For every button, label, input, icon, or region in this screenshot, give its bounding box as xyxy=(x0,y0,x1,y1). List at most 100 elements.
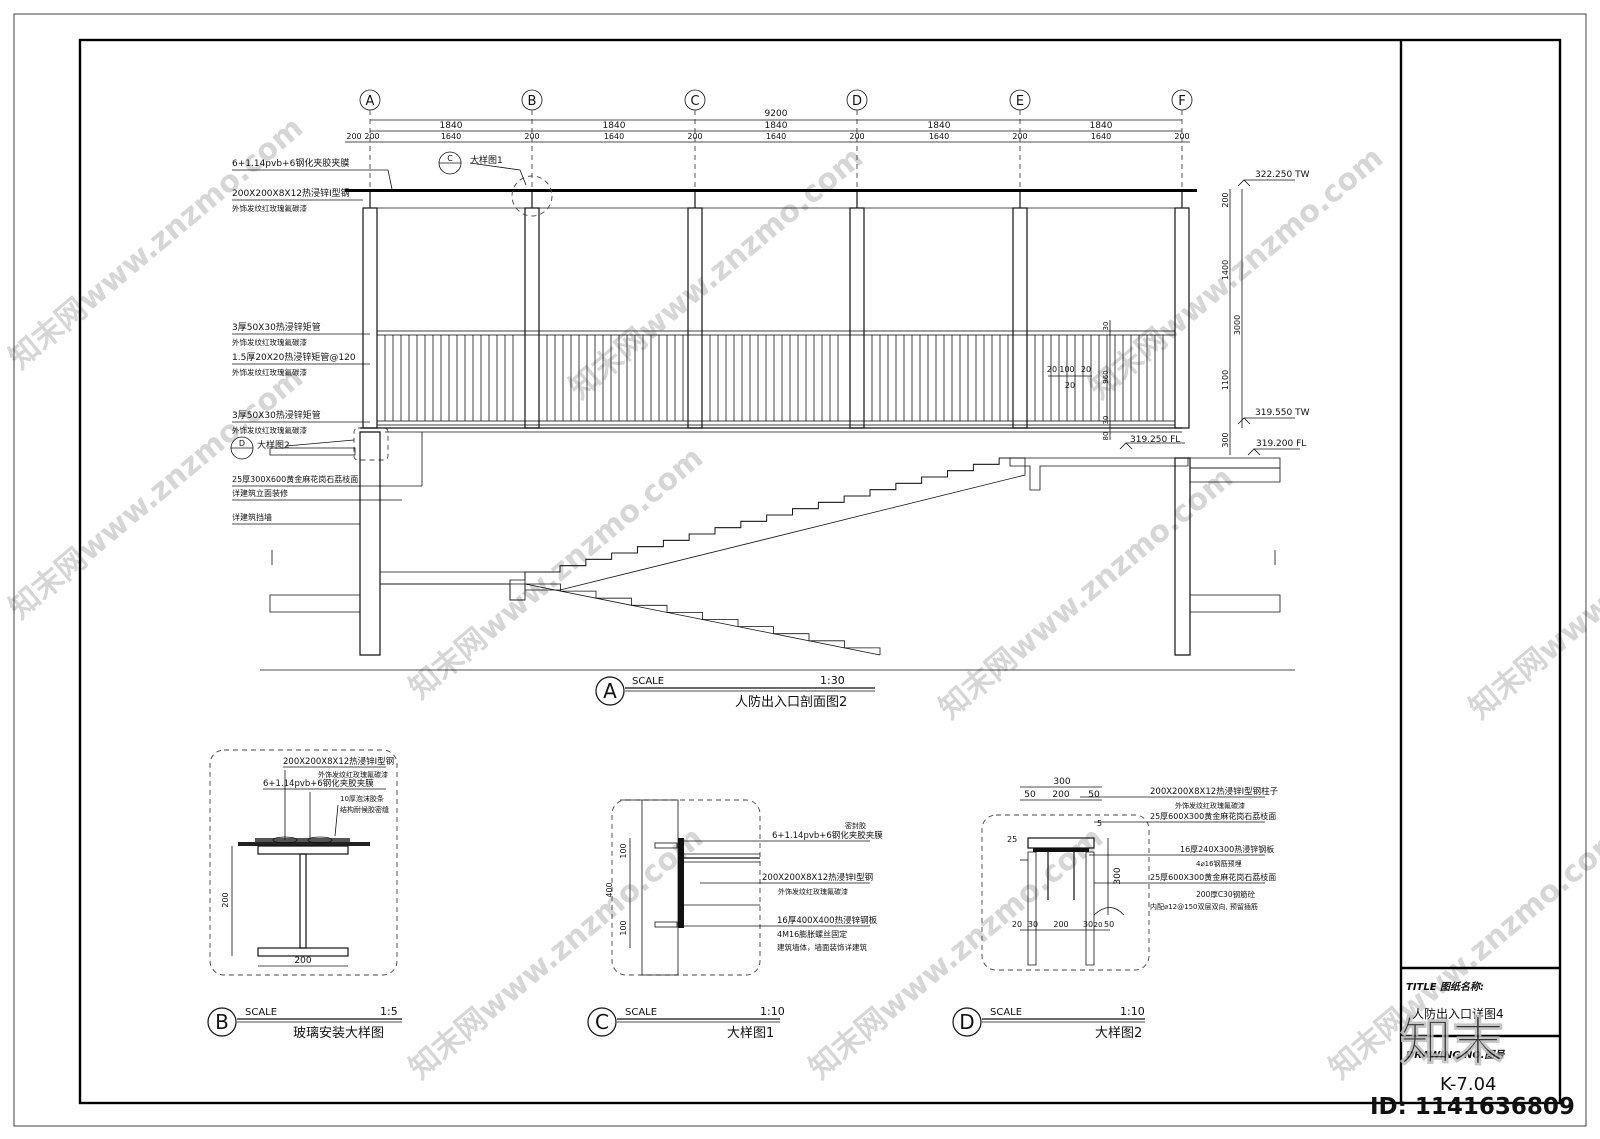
sub-dimension: 200 xyxy=(687,132,702,141)
section-letter: C xyxy=(595,1010,609,1034)
drawing-no: K-7.04 xyxy=(1440,1074,1497,1095)
scale-value: 1:10 xyxy=(1120,1005,1145,1018)
detail-d-letter: D xyxy=(239,439,245,448)
note: 外饰发纹红玫瑰氟碳漆 xyxy=(232,425,307,435)
detail-d-top-dim: 50 xyxy=(1088,790,1100,800)
detail-d-callout xyxy=(353,427,389,461)
rail-dim: 30 xyxy=(1102,322,1110,331)
right-dim: 3000 xyxy=(1233,315,1242,335)
scale-value: 1:30 xyxy=(820,674,845,687)
grid-lines xyxy=(369,110,1183,190)
elevation-mark: 319.550 TW xyxy=(1255,408,1310,418)
watermark-text: 知末网www.znzmo.com xyxy=(3,110,310,376)
detail-d-bottom-dim: 30 xyxy=(1083,920,1093,929)
detail-d-top-dim: 300 xyxy=(1053,777,1070,787)
overall-dimension: 9200 xyxy=(765,109,788,119)
detail-c: 100 400 100 密封胶 6+1.14pvb+6钢化夹胶夹膜 200X20… xyxy=(587,799,883,1041)
right-dim: 300 xyxy=(1221,432,1230,447)
right-dim: 1100 xyxy=(1221,370,1230,390)
scale-label: SCALE xyxy=(632,676,664,687)
detail-d-bottom-dim: 20 xyxy=(1012,920,1022,929)
detail-c-dim: 400 xyxy=(605,882,614,897)
sub-dimension: 200 xyxy=(346,132,361,141)
grid-label: A xyxy=(366,94,375,109)
rail-dim: 80 xyxy=(1102,432,1110,441)
section-letter: A xyxy=(603,679,617,703)
section-letter: B xyxy=(215,1010,229,1034)
note: 外饰发纹红玫瑰氟碳漆 xyxy=(232,367,307,377)
rail-dim: 100 xyxy=(1059,365,1074,374)
detail-c-dim: 100 xyxy=(619,843,628,858)
detail-name: 玻璃安装大样图 xyxy=(293,1026,384,1041)
structure xyxy=(260,427,1295,671)
detail-d-bottom-dim: 200 xyxy=(1053,920,1068,929)
note: 1.5厚20X20热浸锌矩管@120 xyxy=(232,351,356,363)
detail-b-note: 外饰发纹红玫瑰氟碳漆 xyxy=(318,770,388,779)
title-label: TITLE 图纸名称: xyxy=(1406,981,1484,993)
sub-dimension: 1640 xyxy=(604,132,624,141)
glass-canopy xyxy=(345,189,1197,192)
sub-dimension: 200 xyxy=(524,132,539,141)
note: 3厚50X30热浸锌矩管 xyxy=(232,321,321,333)
note: 外饰发纹红玫瑰氟碳漆 xyxy=(232,337,307,347)
bay-dimension: 1840 xyxy=(928,121,951,131)
grid-label: C xyxy=(690,94,699,109)
detail-d-top-dim: 200 xyxy=(1052,790,1069,800)
grid-label: B xyxy=(528,94,537,109)
sub-dimension: 1640 xyxy=(929,132,949,141)
detail-d-note: 4⌀16钢筋预埋 xyxy=(1196,859,1242,868)
section-a-title: A SCALE 1:30 人防出入口剖面图2 xyxy=(595,674,875,710)
drawing-border xyxy=(78,38,1562,1105)
detail-b-note: 10厚泡沫胶条 xyxy=(340,794,384,803)
scale-label: SCALE xyxy=(990,1007,1022,1018)
detail-c-letter: C xyxy=(447,154,453,163)
stair-steps xyxy=(525,457,1025,573)
detail-c-note: 密封胶 xyxy=(845,821,866,830)
rail-dim: 20 xyxy=(1047,365,1057,374)
scale-label: SCALE xyxy=(625,1007,657,1018)
section-name: 人防出入口剖面图2 xyxy=(735,694,847,710)
sub-dimension: 200 xyxy=(1012,132,1027,141)
detail-d-side-dim: 25 xyxy=(1007,835,1017,844)
detail-d-top-dim: 50 xyxy=(1024,790,1036,800)
note: 25厚300X600黄金麻花岗石荔枝面 xyxy=(232,474,358,484)
watermark-text: 知末网www.znzmo.com xyxy=(563,140,870,406)
bay-dimension: 1840 xyxy=(765,121,788,131)
detail-c-label: 大样图1 xyxy=(470,154,503,166)
elevation-mark: 322.250 TW xyxy=(1255,170,1310,180)
watermark-text: 知末网www.znzmo.com xyxy=(403,820,710,1086)
rail-dimensions: 30 960 30 80 20 100 20 20 xyxy=(1047,320,1111,441)
detail-d-label: 大样图2 xyxy=(257,439,290,451)
id-watermark: ID: 1141636809 xyxy=(1370,1094,1575,1120)
note: 3厚50X30热浸锌矩管 xyxy=(232,409,321,421)
detail-d-side-dim: 300 xyxy=(1113,867,1123,884)
right-dim: 1400 xyxy=(1221,260,1230,280)
rail-pickets xyxy=(384,335,1164,421)
detail-b-note: 结构耐候胶密缝 xyxy=(340,805,389,814)
detail-b-note: 200X200X8X12热浸锌I型钢 xyxy=(283,756,394,767)
detail-b-note: 6+1.14pvb+6钢化夹胶夹膜 xyxy=(263,778,374,789)
rail-dim: 20 xyxy=(1065,381,1075,390)
elevation-mark: 319.250 FL xyxy=(1130,435,1180,445)
logo-watermark: 知末 xyxy=(1400,1013,1504,1073)
watermark-text: 知末网www.znzmo.com xyxy=(1083,140,1390,406)
detail-d-bottom-dim: 50 xyxy=(1104,920,1114,929)
detail-c-note: 200X200X8X12热浸锌I型钢 xyxy=(762,872,873,883)
detail-c-note: 16厚400X400热浸锌钢板 xyxy=(777,915,878,926)
rail-dim: 960 xyxy=(1102,370,1110,383)
detail-b-dim: 200 xyxy=(294,956,311,966)
right-dimensions: 200 1400 3000 1100 300 322.250 TW 319.55… xyxy=(1119,170,1310,456)
leader-notes: 6+1.14pvb+6钢化夹胶夹膜 200X200X8X12热浸锌I型钢 外饰发… xyxy=(232,157,423,525)
elevation-mark: 319.200 FL xyxy=(1256,439,1306,449)
grid-label: F xyxy=(1178,94,1185,109)
detail-d: 300 50 200 50 25 5 300 20 30 200 30 20 5… xyxy=(952,777,1279,1041)
detail-d-note: 25厚600X300黄金麻花岗石荔枝面 xyxy=(1150,811,1276,821)
sub-dimension: 200 xyxy=(364,132,379,141)
detail-d-note: 16厚240X300热浸锌钢板 xyxy=(1180,844,1274,854)
detail-name: 大样图1 xyxy=(727,1026,774,1041)
note: 详建筑立面装修 xyxy=(232,488,288,498)
grid-label: E xyxy=(1016,94,1024,109)
note: 外饰发纹红玫瑰氟碳漆 xyxy=(232,203,307,213)
detail-d-bottom-dim: 30 xyxy=(1028,920,1038,929)
drawing-no-label: DRAWING NO.图号 xyxy=(1406,1049,1505,1061)
